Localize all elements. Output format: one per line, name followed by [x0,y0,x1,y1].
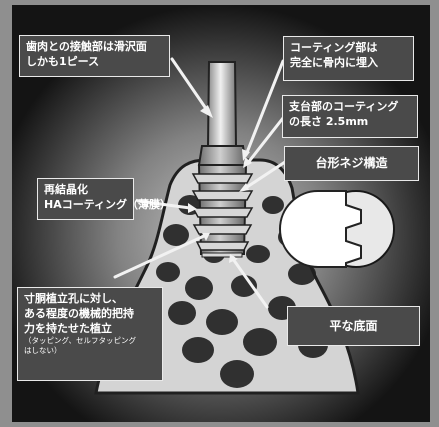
callout-placement-line-2: ある程度の機械的把持 [24,307,134,320]
callout-ha-line-1: 再結晶化 [44,183,88,196]
callout-gum-contact-surface: 歯肉との接触部は滑沢面 しかも1ピース [19,35,170,77]
callout-coating-line-2: 完全に骨内に埋入 [290,56,378,69]
callout-coating-embedded: コーティング部は 完全に骨内に埋入 [283,36,414,81]
callout-placement-note-2: はしない） [24,346,156,356]
callout-abutment-coating-length: 支台部のコーティング の長さ 2.5mm [282,95,418,138]
callout-gum-line-1: 歯肉との接触部は滑沢面 [26,40,147,53]
callout-ha-line-2: HAコーティング（薄膜） [44,198,171,211]
callout-trapezoid-thread: 台形ネジ構造 [284,146,419,181]
callout-flat-base: 平な底面 [287,306,420,346]
callout-thread-label: 台形ネジ構造 [315,156,387,171]
callout-abutment-line-2: の長さ 2.5mm [289,115,368,128]
implant-abutment [208,62,236,146]
callout-coating-line-1: コーティング部は [290,41,377,54]
callout-placement-line-3: 力を持たせた植立 [24,322,112,335]
callout-placement-note-1: （タッピング、セルフタッピング [24,336,156,346]
implant-flat-base [202,253,242,257]
callout-placement-method: 寸胴植立孔に対し、 ある程度の機械的把持 力を持たせた植立 （タッピング、セルフ… [17,287,163,381]
implant-collar [199,146,246,165]
callout-placement-line-1: 寸胴植立孔に対し、 [24,292,123,305]
callout-abutment-line-1: 支台部のコーティング [289,100,398,113]
callout-flat-base-label: 平な底面 [329,319,377,334]
callout-gum-line-2: しかも1ピース [26,55,99,68]
callout-ha-coating: 再結晶化 HAコーティング（薄膜） [37,178,134,220]
